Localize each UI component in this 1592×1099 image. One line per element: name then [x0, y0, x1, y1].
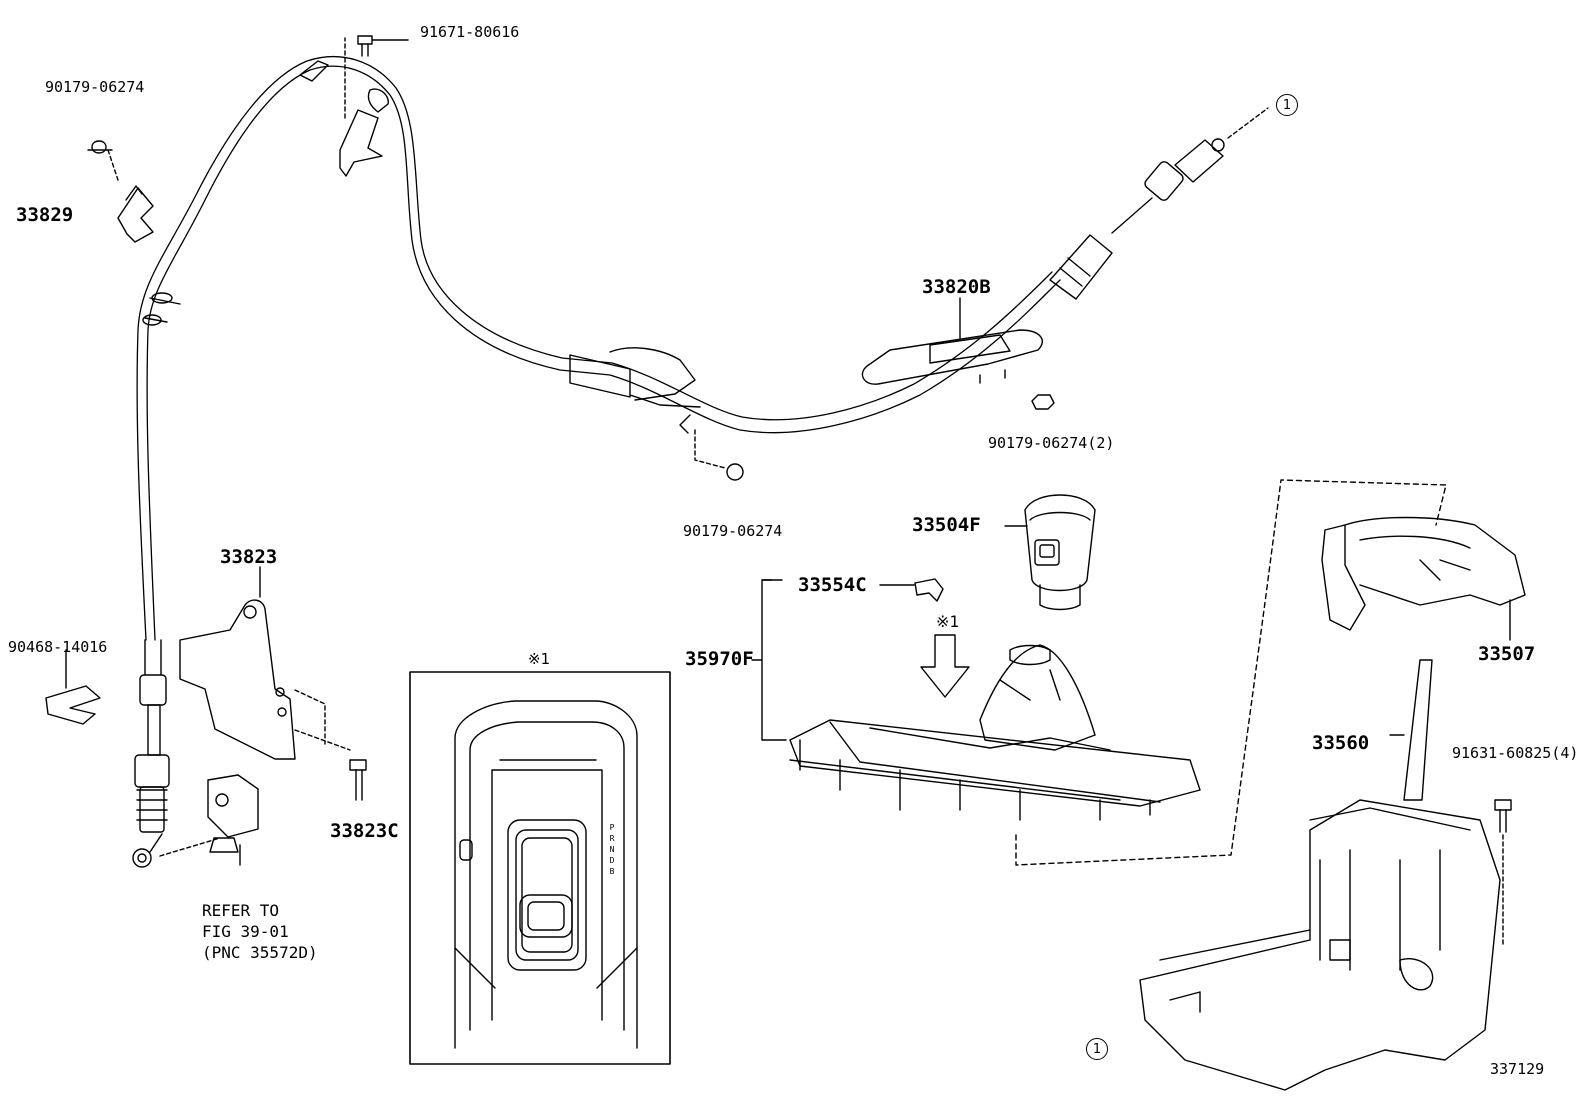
figure-number: 337129 [1490, 1060, 1545, 1078]
label-90468-14016: 90468-14016 [8, 638, 108, 656]
shift-lever-33560 [1390, 660, 1432, 800]
inset-box [410, 672, 670, 1064]
reference-line-2: FIG 39-01 [202, 922, 289, 941]
console-panel-35970F [752, 580, 1200, 820]
shift-pattern-n: N [609, 845, 615, 854]
label-33823: 33823 [220, 546, 278, 568]
shift-cable-assembly [133, 38, 1060, 867]
cable-clip-33829 [88, 141, 153, 242]
view-arrow [921, 635, 969, 697]
reference-line-3: (PNC 35572D) [202, 943, 318, 962]
reference-note: REFER TO FIG 39-01 (PNC 35572D) [202, 900, 318, 963]
label-90179-06274-2: 90179-06274(2) [988, 434, 1115, 452]
label-91631-60825-4: 91631-60825(4) [1452, 744, 1579, 762]
label-90179-06274-mid: 90179-06274 [683, 522, 783, 540]
label-91671-80616: 91671-80616 [420, 23, 520, 41]
cover-33507 [1322, 518, 1525, 641]
label-90179-06274-top: 90179-06274 [45, 78, 145, 96]
nut-90179-2 [1032, 395, 1054, 409]
cable-end-right [1050, 108, 1268, 299]
circle-marker-1-top: 1 [1276, 94, 1298, 116]
label-33823C: 33823C [330, 820, 399, 842]
shift-pattern-p: P [609, 823, 615, 832]
dashed-enclosure [1016, 480, 1446, 865]
shift-knob-33504F [1005, 495, 1095, 610]
label-33829: 33829 [16, 204, 74, 226]
label-33560: 33560 [1312, 732, 1370, 754]
bolt-33823C [350, 760, 366, 800]
bracket-plate-33820B [862, 298, 1042, 384]
bracket-33823 [180, 567, 350, 759]
label-33820B: 33820B [922, 276, 991, 298]
shift-pattern-b: B [609, 867, 615, 876]
label-33507: 33507 [1478, 643, 1536, 665]
asterisk-note: ※1 [936, 612, 960, 631]
bolt-91671 [358, 36, 408, 56]
shift-pattern-d: D [609, 856, 615, 865]
label-33504F: 33504F [912, 514, 981, 536]
cable-housing-mid [570, 348, 743, 480]
shift-pattern-r: R [609, 834, 615, 843]
clip-33554C [880, 579, 943, 601]
bolt-91631 [1495, 800, 1511, 945]
reference-line-1: REFER TO [202, 901, 280, 920]
shift-base [1140, 800, 1500, 1090]
label-33554C: 33554C [798, 574, 867, 596]
clip-90468 [46, 650, 100, 724]
connector-35572D [208, 775, 258, 865]
label-35970F: 35970F [685, 648, 754, 670]
circle-marker-1-bottom: 1 [1086, 1038, 1108, 1060]
inset-title: ※1 [528, 650, 551, 668]
